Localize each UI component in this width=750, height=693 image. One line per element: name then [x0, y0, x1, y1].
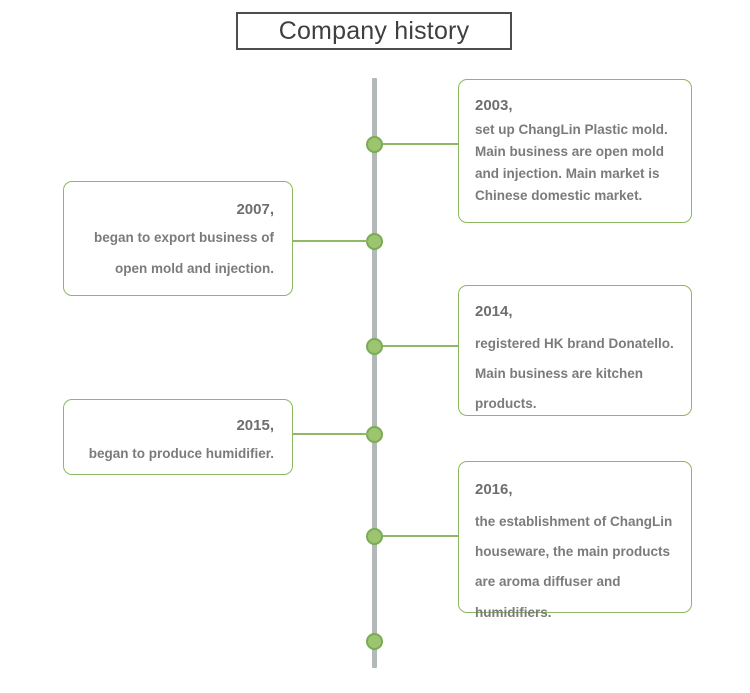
card-year-2015: 2015, — [236, 417, 274, 434]
timeline-node-2015[interactable] — [366, 426, 383, 443]
timeline-card-2015[interactable]: 2015, began to produce humidifier. — [63, 399, 293, 475]
card-year-2014: 2014, — [475, 303, 513, 320]
card-body-2007: began to export business of open mold an… — [80, 223, 274, 284]
connector-2007 — [293, 240, 368, 242]
timeline-card-2003[interactable]: 2003, set up ChangLin Plastic mold. Main… — [458, 79, 692, 223]
connector-2016 — [383, 535, 459, 537]
connector-2014 — [383, 345, 459, 347]
card-year-2003: 2003, — [475, 97, 513, 114]
card-line: the establishment of ChangLin — [475, 513, 673, 529]
timeline-node-2014[interactable] — [366, 338, 383, 355]
timeline-node-2016[interactable] — [366, 528, 383, 545]
card-year-2007: 2007, — [236, 201, 274, 218]
card-line: began to export business of — [93, 230, 274, 246]
card-line: Chinese domestic market. — [475, 187, 643, 203]
connector-2015 — [293, 433, 368, 435]
card-line: set up ChangLin Plastic mold. — [475, 122, 668, 138]
card-line: are aroma diffuser and — [475, 574, 621, 590]
timeline-card-2007[interactable]: 2007, began to export business of open m… — [63, 181, 293, 296]
timeline-card-2014[interactable]: 2014, registered HK brand Donatello. Mai… — [458, 285, 692, 416]
card-line: humidifiers. — [475, 604, 552, 620]
card-line: Main business are open mold — [475, 144, 665, 160]
card-line: began to produce humidifier. — [88, 446, 274, 462]
connector-2003 — [383, 143, 459, 145]
card-line: houseware, the main products — [475, 543, 671, 559]
card-line: products. — [475, 396, 537, 412]
card-body-2016: the establishment of ChangLin houseware,… — [475, 507, 675, 629]
timeline-card-2016[interactable]: 2016, the establishment of ChangLin hous… — [458, 461, 692, 620]
timeline-node-end[interactable] — [366, 633, 383, 650]
timeline-axis — [372, 78, 377, 668]
card-line: registered HK brand Donatello. — [475, 335, 674, 351]
card-line: Main business are kitchen — [475, 365, 644, 381]
card-body-2003: set up ChangLin Plastic mold. Main busin… — [475, 119, 675, 206]
timeline-node-2007[interactable] — [366, 233, 383, 250]
page-title-box: Company history — [236, 12, 512, 50]
card-body-2014: registered HK brand Donatello. Main busi… — [475, 329, 675, 420]
card-line: and injection. Main market is — [475, 165, 660, 181]
timeline-node-2003[interactable] — [366, 136, 383, 153]
card-body-2015: began to produce humidifier. — [80, 439, 274, 469]
card-year-2016: 2016, — [475, 481, 513, 498]
card-line: open mold and injection. — [114, 260, 274, 276]
page-title: Company history — [278, 16, 470, 45]
